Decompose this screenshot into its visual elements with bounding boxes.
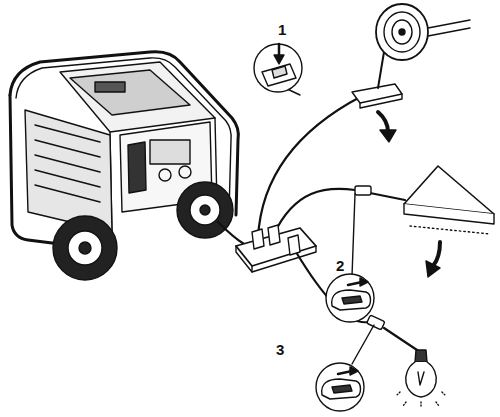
switch-inset <box>254 44 302 95</box>
switch-inset-part <box>272 66 287 78</box>
light-bulb-part <box>406 362 437 397</box>
switch-inset-part <box>350 367 358 375</box>
heater-part <box>384 12 420 52</box>
generator-part <box>35 125 100 202</box>
power-cords-part <box>274 189 405 234</box>
switch-inset-part <box>352 325 374 364</box>
generator-wheels <box>53 182 233 280</box>
fluorescent-lamp-part <box>410 226 490 234</box>
generator-part <box>128 142 146 193</box>
power-strip-part <box>236 246 252 272</box>
light-bulb <box>367 315 446 407</box>
switch-inset-part <box>274 55 284 64</box>
fluorescent-lamp-part <box>404 204 494 224</box>
heater-part <box>360 94 402 108</box>
switch-inset-part <box>254 44 302 92</box>
light-bulb-part <box>396 392 446 407</box>
switch-inset-part <box>262 64 296 86</box>
direction-arrows-part <box>378 112 388 132</box>
switch-inset-part <box>342 296 362 304</box>
switch-inset-part <box>322 379 361 399</box>
heater-part <box>378 52 384 88</box>
power-cords-part <box>258 96 362 238</box>
generator-wheels-part <box>200 205 210 215</box>
switch-inset-part <box>352 194 355 276</box>
direction-arrows <box>378 112 440 277</box>
power-cords-part <box>296 252 420 352</box>
generator-part <box>60 62 215 132</box>
callout-number: 3 <box>276 342 284 357</box>
direction-arrows-part <box>380 130 396 142</box>
switch-inset-part <box>360 278 368 286</box>
power-cords <box>218 96 420 352</box>
direction-arrows-part <box>433 242 440 266</box>
direction-arrows-part <box>426 261 440 277</box>
heater-part <box>392 20 412 44</box>
generator-part <box>159 169 171 181</box>
generator <box>10 52 238 244</box>
fluorescent-lamp-part <box>355 186 371 195</box>
generator-wheels-part <box>68 231 102 265</box>
heater-part <box>399 29 405 35</box>
generator-part <box>25 110 112 232</box>
generator-part <box>179 166 191 178</box>
power-strip-part <box>288 235 300 255</box>
callout-number: 1 <box>278 22 286 37</box>
power-strip-part <box>268 225 280 245</box>
power-cords-part <box>218 222 244 244</box>
heater <box>352 4 470 108</box>
power-strip <box>236 225 316 272</box>
light-bulb-part <box>415 350 427 362</box>
power-strip-part <box>252 229 264 249</box>
switch-inset <box>326 194 374 322</box>
switch-inset-part <box>332 385 352 393</box>
generator-wheels-part <box>53 216 117 280</box>
heater-part <box>376 4 428 60</box>
power-strip-part <box>252 246 316 272</box>
light-bulb-part <box>367 315 385 330</box>
heater-part <box>428 20 470 36</box>
switch-inset-part <box>316 363 364 411</box>
generator-wheels-part <box>79 242 91 254</box>
callout-number: 2 <box>336 258 344 273</box>
generator-part <box>150 140 190 164</box>
switch-inset-part <box>326 274 374 322</box>
generator-part <box>70 70 190 115</box>
generator-part <box>95 82 125 92</box>
switch-inset-part <box>332 290 371 310</box>
generator-wheels-part <box>190 195 220 225</box>
switch-inset <box>316 325 374 411</box>
fluorescent-lamp <box>355 166 494 234</box>
light-bulb-part <box>418 372 424 385</box>
